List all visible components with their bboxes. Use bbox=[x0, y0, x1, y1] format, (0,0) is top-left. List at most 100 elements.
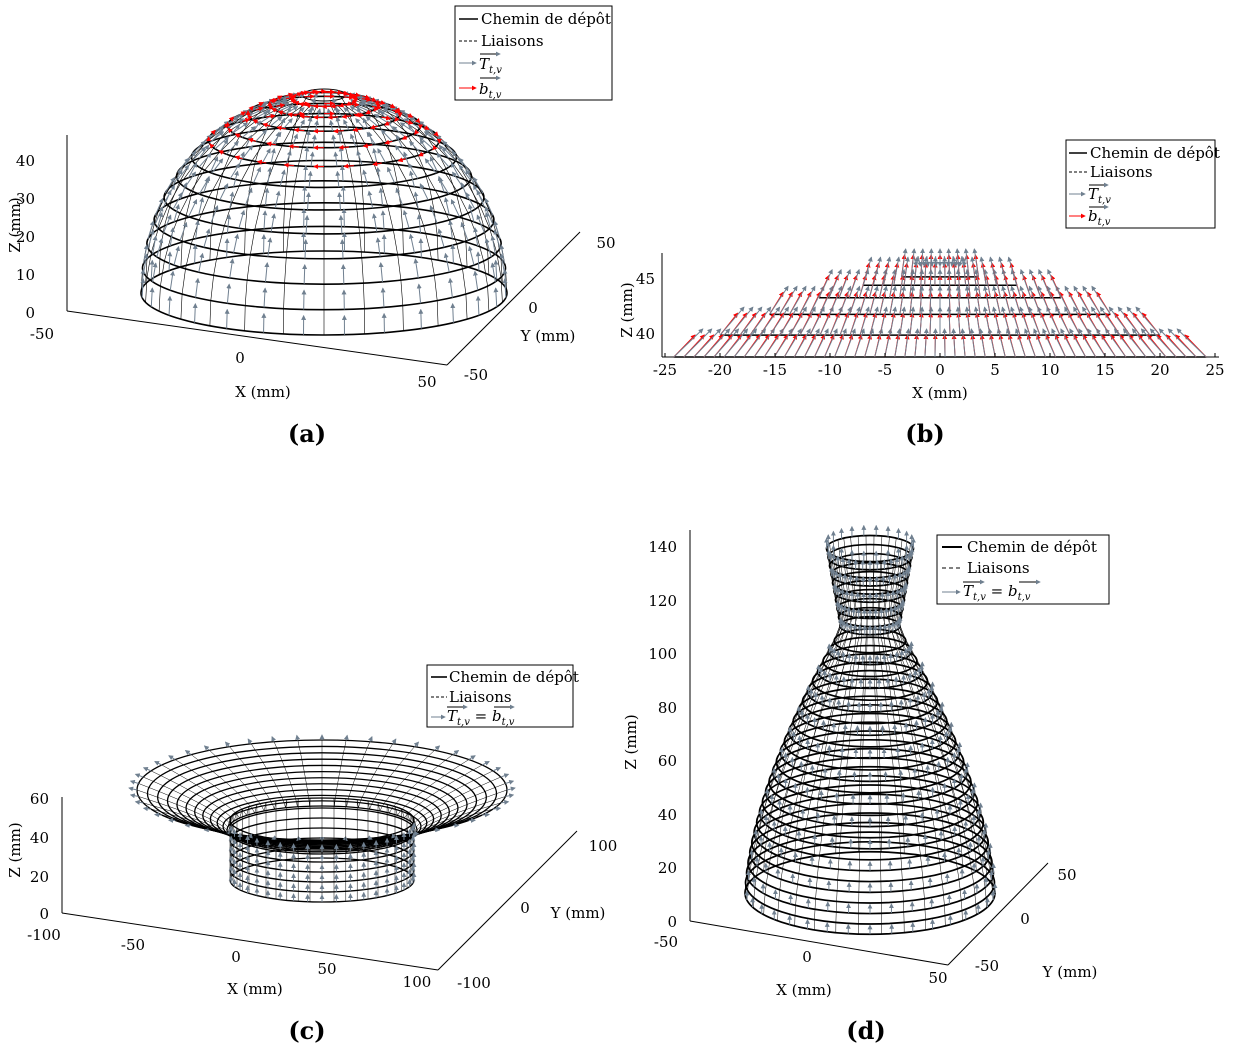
tangent-arrow bbox=[982, 306, 991, 336]
tangent-arrow bbox=[1015, 328, 1026, 358]
tangent-arrow bbox=[1001, 306, 1011, 336]
tangent-arrow bbox=[399, 122, 416, 134]
tangent-arrow bbox=[1037, 285, 1051, 315]
chart-d-legend: Chemin de dépôt Liaisons Tt,v = bt,v bbox=[936, 534, 1110, 605]
tangent-arrow bbox=[335, 107, 343, 117]
tangent-arrow bbox=[147, 229, 155, 249]
liaison-line bbox=[746, 546, 841, 886]
tangent-arrow bbox=[839, 285, 852, 315]
tangent-arrow bbox=[1051, 328, 1067, 358]
tangent-arrow bbox=[413, 741, 420, 748]
liaison-line bbox=[356, 835, 393, 901]
tangent-arrow bbox=[309, 151, 315, 167]
tangent-arrow bbox=[304, 146, 310, 161]
binormal-arrow bbox=[352, 95, 358, 101]
tangent-arrow bbox=[844, 328, 856, 358]
liaison-line bbox=[161, 764, 243, 869]
tangent-arrow bbox=[739, 306, 763, 336]
tangent-arrow bbox=[1010, 306, 1021, 336]
chart-d-ztick: 20 bbox=[658, 859, 677, 877]
tangent-arrow bbox=[247, 738, 253, 745]
tangent-arrow bbox=[450, 162, 460, 178]
tangent-arrow bbox=[813, 328, 829, 358]
tangent-arrow bbox=[154, 761, 163, 766]
tangent-arrow bbox=[156, 237, 164, 258]
tangent-arrow bbox=[969, 328, 976, 358]
tangent-arrow bbox=[229, 191, 235, 210]
tangent-arrow bbox=[452, 171, 464, 188]
tangent-arrow bbox=[683, 328, 713, 358]
tangent-arrow bbox=[983, 285, 991, 315]
tangent-arrow bbox=[500, 799, 510, 805]
chart-d-ztick: 40 bbox=[658, 806, 677, 824]
tangent-arrow bbox=[229, 163, 240, 179]
tangent-arrow bbox=[1010, 285, 1021, 315]
tangent-arrow bbox=[262, 148, 271, 163]
chart-b-legend-path: Chemin de dépôt bbox=[1090, 144, 1220, 162]
liaison-line bbox=[229, 833, 277, 900]
binormal-arrow bbox=[381, 115, 392, 121]
chart-d-ztick: 120 bbox=[648, 592, 677, 610]
liaison-line bbox=[352, 101, 490, 312]
tangent-arrow bbox=[371, 213, 378, 232]
tangent-arrow bbox=[921, 256, 927, 267]
liaison-line bbox=[333, 839, 347, 902]
tangent-arrow bbox=[493, 220, 501, 240]
tangent-arrow bbox=[465, 169, 476, 186]
tangent-arrow bbox=[979, 256, 987, 286]
liaison-line bbox=[209, 750, 267, 863]
tangent-arrow bbox=[416, 214, 422, 233]
tangent-arrow bbox=[154, 812, 162, 818]
tangent-arrow bbox=[978, 328, 986, 358]
binormal-arrow bbox=[394, 116, 400, 122]
tangent-arrow bbox=[749, 306, 772, 336]
tangent-arrow bbox=[333, 105, 339, 114]
tangent-arrow bbox=[973, 306, 981, 336]
chart-c-legend-path: Chemin de dépôt bbox=[449, 668, 579, 686]
tangent-arrow bbox=[1082, 285, 1101, 315]
chart-b-xtick: 15 bbox=[1095, 361, 1114, 379]
tangent-arrow bbox=[129, 779, 139, 785]
chart-b-xtick: -15 bbox=[763, 361, 787, 379]
liaison-line bbox=[244, 105, 311, 331]
tangent-arrow bbox=[973, 285, 981, 315]
tangent-arrow bbox=[270, 148, 276, 163]
tangent-arrow bbox=[955, 268, 961, 298]
chart-d-ztick: 0 bbox=[667, 913, 677, 931]
chart-d-panel-label: (d) bbox=[846, 1016, 886, 1045]
tangent-arrow bbox=[803, 328, 820, 358]
tangent-arrow bbox=[849, 306, 861, 336]
chart-a-axes bbox=[66, 135, 581, 366]
tangent-arrow bbox=[974, 268, 981, 298]
tangent-arrow bbox=[270, 213, 277, 232]
tangent-arrow bbox=[468, 755, 476, 761]
tangent-arrow bbox=[164, 184, 175, 202]
tangent-arrow bbox=[983, 268, 991, 298]
binormal-arrow bbox=[362, 143, 373, 148]
tangent-arrow bbox=[305, 192, 311, 210]
tangent-arrow bbox=[970, 256, 977, 286]
chart-a-ztick: 30 bbox=[16, 190, 35, 208]
binormal-arrow bbox=[373, 106, 379, 112]
liaison-line bbox=[401, 764, 483, 869]
tangent-arrow bbox=[783, 328, 802, 358]
binormal-arrow bbox=[432, 145, 438, 151]
binormal-arrow bbox=[333, 128, 344, 134]
tangent-arrow bbox=[167, 295, 173, 316]
liaison-line bbox=[250, 743, 288, 860]
tangent-arrow bbox=[955, 285, 961, 315]
tangent-arrow bbox=[499, 253, 505, 273]
tangent-arrow bbox=[416, 283, 422, 304]
tangent-arrow bbox=[167, 251, 173, 271]
tangent-arrow bbox=[387, 166, 395, 183]
tangent-arrow bbox=[901, 248, 908, 277]
tangent-arrow bbox=[1122, 328, 1147, 358]
tangent-arrow bbox=[149, 259, 155, 280]
tangent-arrow bbox=[779, 306, 798, 336]
chart-a-panel-label: (a) bbox=[288, 419, 326, 448]
chart-c-ztick: 40 bbox=[30, 829, 49, 847]
tangent-arrow bbox=[419, 183, 429, 201]
tangent-arrow bbox=[953, 256, 959, 267]
chart-b-xlabel: X (mm) bbox=[912, 384, 968, 402]
